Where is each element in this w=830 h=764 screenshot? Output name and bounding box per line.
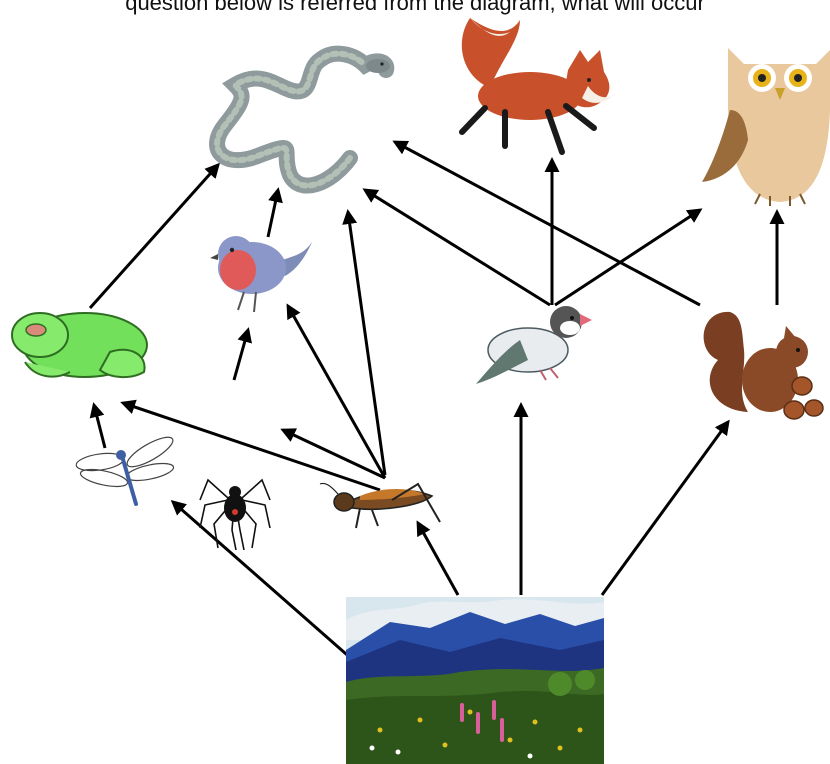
arrow-grasshopper-to-frog bbox=[123, 403, 380, 490]
arrow-sparrow-to-snake bbox=[365, 190, 550, 305]
arrow-grass-to-dragonfly bbox=[173, 502, 362, 668]
squirrel-icon bbox=[704, 312, 823, 419]
snake-icon bbox=[217, 54, 390, 186]
arrow-robin-to-snake bbox=[268, 190, 278, 237]
arrow-grasshopper-to-robin bbox=[288, 306, 385, 478]
robin-icon bbox=[210, 236, 312, 312]
arrow-squirrel-to-snake bbox=[395, 142, 700, 305]
dragonfly-icon bbox=[75, 432, 176, 504]
fox-icon bbox=[462, 18, 614, 152]
spider-icon bbox=[200, 480, 270, 550]
owl-icon bbox=[702, 48, 830, 206]
grasshopper-icon bbox=[320, 483, 440, 528]
grassland-landscape-icon bbox=[346, 597, 604, 764]
arrows bbox=[90, 142, 777, 668]
sparrow-icon bbox=[476, 306, 592, 384]
arrow-grasshopper-to-snake bbox=[348, 212, 385, 475]
arrow-sparrow-to-owl bbox=[555, 210, 700, 305]
arrow-robin-gap bbox=[234, 330, 248, 380]
arrow-grass-to-grasshopper bbox=[418, 523, 458, 595]
arrow-frog-to-snake bbox=[90, 165, 218, 308]
frog-icon bbox=[12, 313, 147, 377]
arrow-grasshopper-left bbox=[283, 430, 385, 478]
arrow-dragonfly-to-frog bbox=[94, 405, 105, 448]
arrow-grass-to-squirrel bbox=[602, 422, 728, 595]
